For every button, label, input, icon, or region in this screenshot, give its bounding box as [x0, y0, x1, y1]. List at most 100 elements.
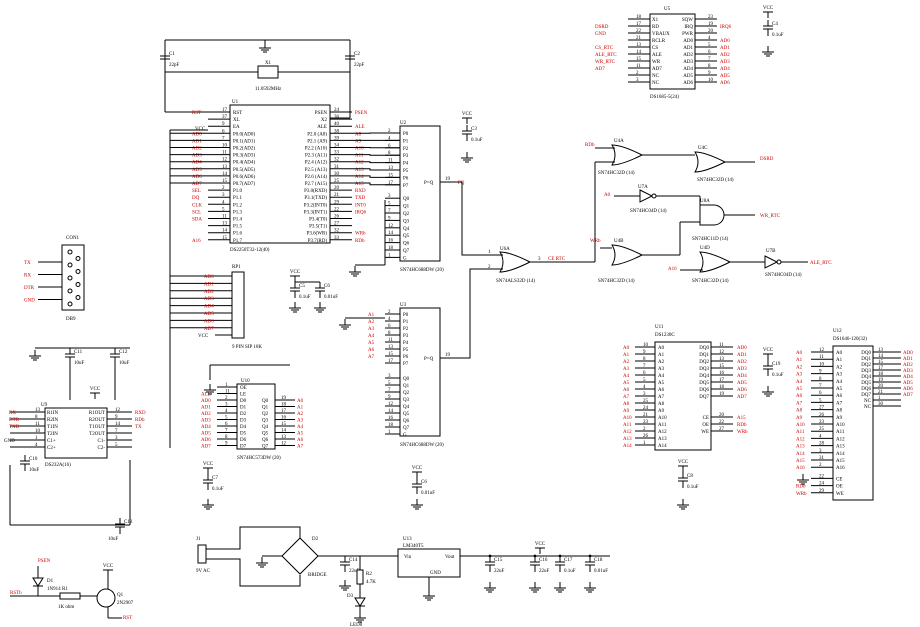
u5-pin-label: AD4: [683, 67, 693, 72]
u1-pin-number: 11: [222, 151, 227, 156]
u11-net-label: WRb: [737, 430, 748, 435]
u1-pin-number: 13: [222, 222, 228, 227]
u10-pin-number: 16: [281, 416, 287, 421]
u1-pin-number: 13: [222, 165, 228, 170]
u11-pin-number: 9: [643, 350, 646, 355]
u1-pin-number: 12: [222, 158, 228, 163]
u7b-part: SN74HC04D (14): [765, 273, 802, 278]
u1-chip: [229, 104, 331, 244]
r2-value: 4.7K: [366, 580, 376, 585]
u5-pin-number: 7: [708, 57, 711, 62]
u11-net-label: A0: [623, 346, 630, 351]
u3-ref: U3: [400, 303, 407, 308]
u1-pin-label: PSEN: [315, 111, 328, 116]
u1-pin-label: P0.4(AD4): [233, 161, 255, 166]
u9-pin-number: 11: [35, 422, 40, 427]
u11-pin-number: 3: [643, 392, 646, 397]
vcc-label: VCC: [535, 542, 546, 547]
u5-net-label: AD3: [720, 60, 730, 65]
rp1-net-label: AD3: [204, 297, 214, 302]
u3-pin-label: P7: [403, 362, 409, 367]
u11-pin-number: 15: [719, 364, 725, 369]
u3-pin-number: 2: [388, 310, 391, 315]
capacitor-ref: C5: [299, 284, 305, 289]
capacitor-ref: C16: [539, 558, 548, 563]
u1-pin-number: 14: [222, 229, 228, 234]
u11-net-label: AD0: [737, 346, 747, 351]
u2-pin-number: 14: [388, 231, 394, 236]
u7a-part: SN74HC04D (14): [630, 209, 667, 214]
u11-pin-label: DQ5: [699, 381, 709, 386]
u10-net-label: AD5: [201, 432, 211, 437]
u11-pin-number: 7: [643, 364, 646, 369]
u5-pin-label: VBAUX: [652, 32, 670, 37]
u12-pin-label: A4: [836, 380, 843, 385]
rp1-ref: RP1: [232, 265, 241, 270]
capacitor-value: 22pF: [169, 63, 180, 68]
u8a-and-gate: [699, 204, 725, 226]
d2-ref: D2: [312, 537, 319, 542]
u5-net-label: AD5: [720, 74, 730, 79]
u5-pin-number: 17: [636, 22, 642, 27]
u12-pin-number: 24: [819, 482, 825, 487]
u11-net-label: A14: [623, 444, 632, 449]
u11-net-label: A12: [623, 430, 632, 435]
u1-pin-number: 22: [334, 207, 340, 212]
u1-pin-label: P1.4: [233, 218, 243, 223]
u5-net-label: AD2: [720, 53, 730, 58]
u1-pin-number: 31: [334, 165, 340, 170]
u11-pin-number: 1: [643, 441, 646, 446]
u9-net-label: RX: [9, 411, 16, 416]
u5-net-label: AD0: [720, 39, 730, 44]
u1-pin-label: P3.4(T0): [309, 218, 327, 223]
u1-net-label: TXD: [355, 196, 366, 201]
u3-pin-label: Q3: [403, 398, 410, 403]
u11-net-label: A15: [737, 416, 746, 421]
d2-part: BRIDGE: [308, 573, 327, 578]
u12-net-label: A8: [796, 409, 803, 414]
u12-pin-number: 18: [878, 372, 884, 377]
u12-pin-number: 28: [819, 442, 825, 447]
u1-pin-number: 21: [334, 193, 340, 198]
u10-pin-label: OE: [240, 386, 247, 391]
u10-pin-number: 1: [225, 383, 228, 388]
u1-ref: U1: [232, 100, 239, 105]
u5-pin-label: AD2: [683, 53, 693, 58]
u9-pin-number: 8: [35, 415, 38, 420]
u1-net-label: SDA: [192, 218, 202, 223]
u11-net-label: A1: [623, 353, 630, 358]
u2-pin-number: 3: [388, 194, 391, 199]
u5-pin-label: NC: [652, 81, 660, 86]
u5-pin-label: ALE: [652, 53, 662, 58]
rp1-net-label: AD6: [204, 319, 214, 324]
u10-pin-label: D5: [240, 432, 247, 437]
u12-net-label: RDb: [796, 485, 806, 490]
u4a-or-gate: [611, 144, 644, 166]
u1-pin-label: X2: [321, 118, 328, 123]
u11-pin-label: A14: [658, 444, 667, 449]
u11-pin-number: 23: [643, 420, 649, 425]
u11-pin-number: 2: [643, 427, 646, 432]
u10-pin-number: 17: [281, 409, 287, 414]
junction-dot: [558, 554, 562, 558]
u3-pin-label: Q0: [403, 377, 410, 382]
u3-net-label: A6: [368, 348, 375, 353]
u5-pin-number: 19: [708, 22, 714, 27]
u9-pin-label: C2+: [47, 446, 56, 451]
ale-rtc-net: ALE_RTC: [810, 261, 832, 266]
u2-part: SN74HC688DW (20): [400, 268, 444, 273]
u2-pin-label: P6: [403, 176, 409, 181]
u3-pin-number: 4: [388, 317, 391, 322]
pin-number: 3: [538, 257, 541, 262]
power-wire: [206, 526, 301, 550]
u1-pin-number: 33: [334, 151, 340, 156]
u2-pin-label: P5: [403, 169, 409, 174]
u12-pin-number: 8: [819, 377, 822, 382]
u11-pin-number: 25: [643, 399, 649, 404]
u3-pin-label: Q1: [403, 384, 410, 389]
u5-pin-number: 18: [636, 15, 642, 20]
u12-pin-label: A1: [836, 358, 843, 363]
bridge-rectifier: [281, 537, 319, 575]
u2-pin-number: 12: [388, 224, 394, 229]
u12-pin-label: DQ1: [861, 357, 871, 362]
